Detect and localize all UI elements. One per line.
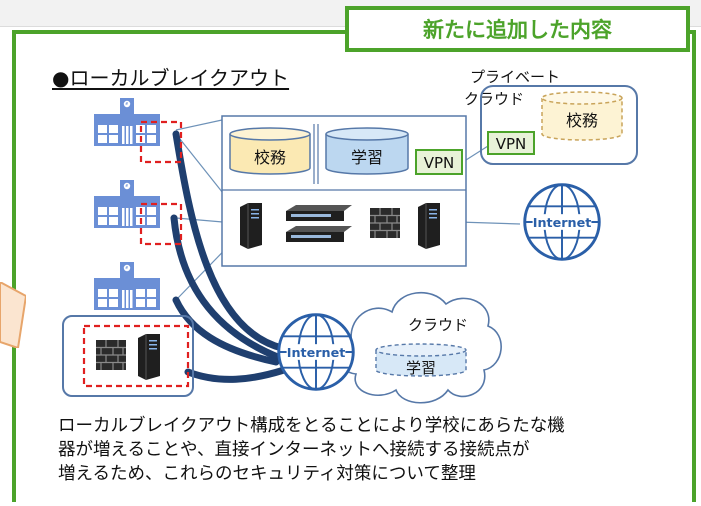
database-icon: 校務 (541, 91, 623, 141)
internet-label: Internet (287, 346, 346, 361)
caption-line: 増えるため、これらのセキュリティ対策について整理 (58, 464, 476, 484)
datacenter-db1-label: 校務 (254, 148, 286, 167)
broadband-cables (170, 130, 288, 383)
server-icon (137, 333, 161, 381)
vpn-box: VPN (415, 149, 463, 175)
switch-icon (286, 226, 352, 242)
private-cloud-line2: クラウド (464, 90, 524, 108)
cloud-db-label: 学習 (406, 359, 436, 377)
section-heading: ●ローカルブレイクアウト (52, 66, 290, 90)
badge-label: 新たに追加した内容 (423, 18, 612, 42)
caption: ローカルブレイクアウト構成をとることにより学校にあらたな機 器が増えることや、直… (58, 414, 658, 486)
datacenter-db2-label: 学習 (351, 148, 383, 167)
left-callout-arrow (0, 282, 26, 348)
switch-icon (286, 205, 352, 221)
private-cloud-vpn-label: VPN (496, 135, 527, 153)
caption-line: 器が増えることや、直接インターネットへ接続する接続点が (58, 440, 530, 460)
private-cloud-box (480, 85, 638, 165)
globe-icon: Internet (277, 313, 355, 391)
caption-line: ローカルブレイクアウト構成をとることにより学校にあらたな機 (58, 416, 565, 436)
school-building-icon (93, 261, 161, 311)
internet-label: Internet (533, 216, 592, 231)
new-content-badge: 新たに追加した内容 (345, 6, 690, 52)
vpn-box: VPN (487, 131, 535, 155)
cloud-label: クラウド (408, 316, 468, 334)
private-cloud-db-label: 校務 (566, 111, 598, 130)
database-icon: 学習 (325, 127, 409, 175)
firewall-icon (95, 339, 127, 371)
local-breakout-box (62, 315, 194, 397)
private-cloud-line1: プライベート (470, 68, 560, 86)
new-equipment-marker (82, 324, 190, 388)
globe-icon: Internet (523, 183, 601, 261)
school-building-icon (93, 97, 183, 164)
database-icon: 校務 (229, 127, 311, 175)
server-icon (239, 202, 263, 250)
server-icon (417, 202, 441, 250)
firewall-icon (369, 207, 401, 239)
school-building-icon (93, 179, 183, 246)
datacenter-vpn-label: VPN (424, 154, 455, 172)
database-icon: 学習 (375, 343, 467, 377)
